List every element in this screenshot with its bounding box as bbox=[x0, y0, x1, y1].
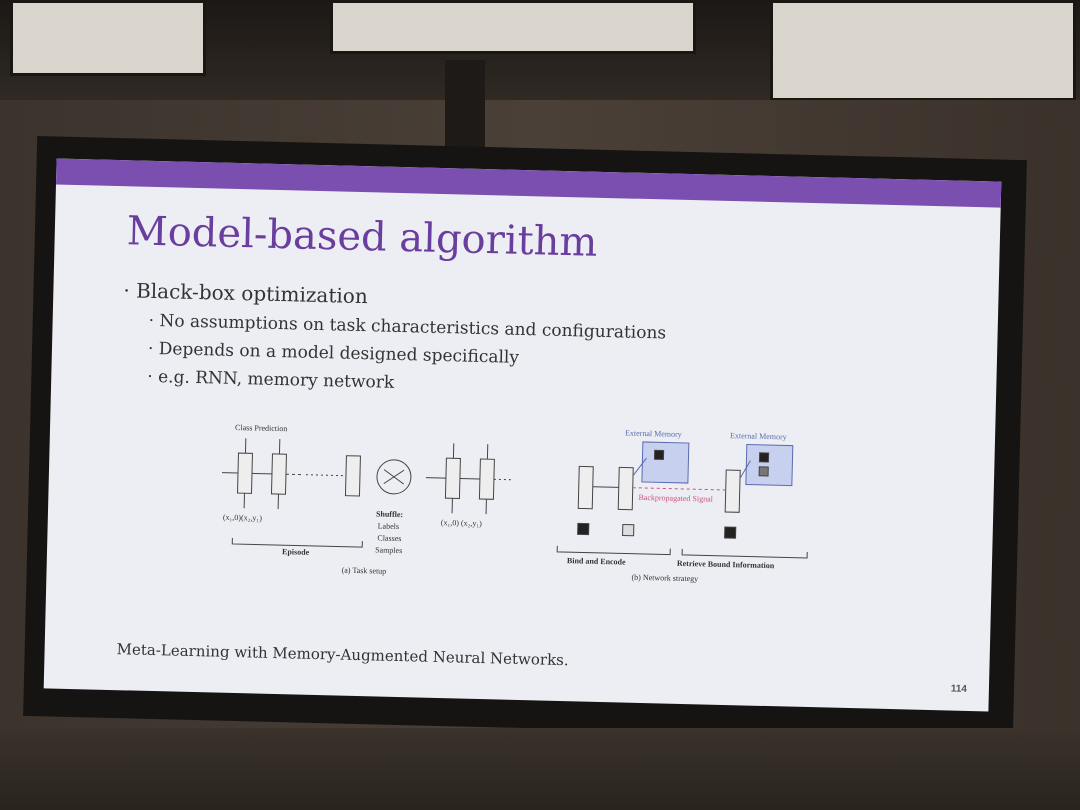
slide: Model-based algorithm · Black-box optimi… bbox=[43, 158, 1002, 712]
bullet-text: Depends on a model designed specifically bbox=[158, 339, 520, 368]
ceiling-panel bbox=[10, 0, 206, 76]
network-strategy-diagram bbox=[556, 441, 808, 559]
mann-figure: Class Prediction (x₁,0)(x bbox=[221, 423, 808, 584]
shuffle-item: Samples bbox=[375, 545, 402, 555]
bullet-level1: · Black-box optimization bbox=[123, 278, 369, 309]
backprop-label: Backpropagated Signal bbox=[638, 493, 713, 504]
ceiling bbox=[0, 0, 1080, 150]
citation: Meta-Learning with Memory-Augmented Neur… bbox=[116, 640, 569, 670]
slide-title: Model-based algorithm bbox=[126, 208, 598, 266]
retrieve-label: Retrieve Bound Information bbox=[677, 559, 775, 570]
shuffle-item: Classes bbox=[377, 533, 401, 543]
shuffle-item: Labels bbox=[378, 521, 400, 531]
input-sequence-right: (x₁,0) (x₂,y₁) bbox=[441, 518, 483, 528]
external-memory-label: External Memory bbox=[625, 429, 682, 439]
pillar bbox=[445, 60, 485, 160]
audience-area bbox=[0, 728, 1080, 810]
ceiling-panel bbox=[770, 0, 1076, 101]
bullet-level2: · e.g. RNN, memory network bbox=[147, 366, 395, 393]
bind-encode-label: Bind and Encode bbox=[567, 556, 626, 566]
external-memory-label: External Memory bbox=[730, 431, 787, 441]
ceiling-panel bbox=[330, 0, 696, 54]
class-prediction-label: Class Prediction bbox=[235, 423, 287, 433]
caption-task-setup: (a) Task setup bbox=[342, 566, 387, 576]
page-number: 114 bbox=[950, 683, 968, 695]
input-sequence-left: (x₁,0)(x₂,y₁) bbox=[223, 513, 263, 523]
caption-network-strategy: (b) Network strategy bbox=[631, 573, 698, 584]
shuffle-title: Shuffle: bbox=[376, 509, 403, 519]
task-setup-diagram bbox=[221, 438, 514, 548]
bullet-text: No assumptions on task characteristics a… bbox=[159, 311, 667, 344]
bullet-level2: · No assumptions on task characteristics… bbox=[148, 310, 667, 344]
bullet-level2: · Depends on a model designed specifical… bbox=[147, 338, 520, 368]
bullet-text: e.g. RNN, memory network bbox=[157, 367, 395, 393]
bullet-text: Black-box optimization bbox=[135, 278, 369, 309]
episode-label: Episode bbox=[282, 547, 310, 557]
